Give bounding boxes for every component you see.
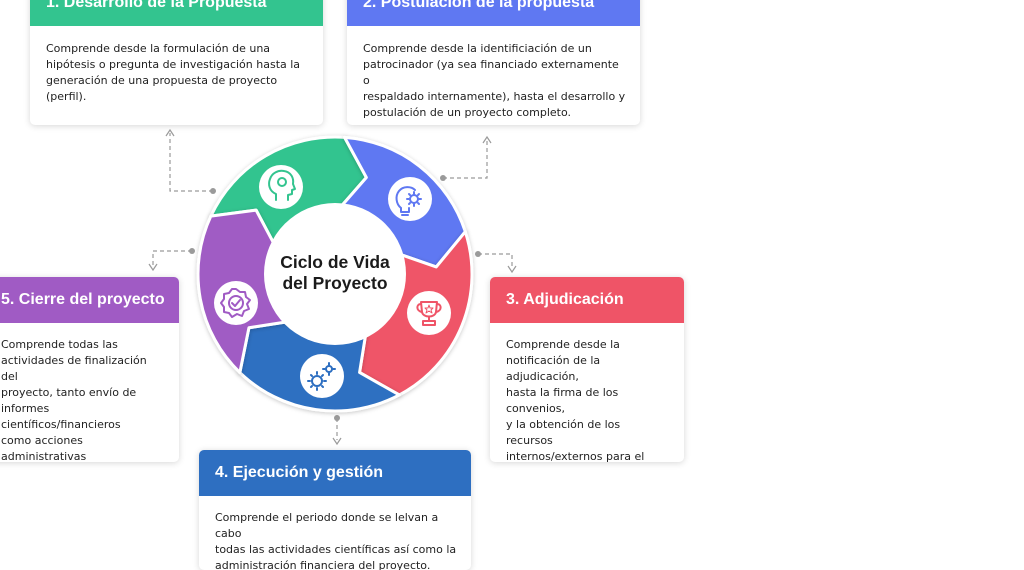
cycle-diagram <box>148 128 517 446</box>
stage-text-1: Comprende desde la formulación de una hi… <box>46 42 301 103</box>
center-title-line1: Ciclo de Vida <box>280 252 390 272</box>
badge-check-icon <box>220 288 251 318</box>
stage-card-5: 5. Cierre del proyecto Comprende todas l… <box>0 277 179 462</box>
lightbulb-gear-icon <box>395 186 422 216</box>
stage-icon-5 <box>214 281 258 325</box>
stage-card-3: 3. Adjudicación Comprende desde la notif… <box>490 277 684 462</box>
connector-arrows <box>148 128 517 446</box>
stage-title-5: 5. Cierre del proyecto <box>0 277 179 323</box>
stage-title-1: 1. Desarrollo de la Propuesta <box>30 0 323 26</box>
stage-card-2: 2. Postulación de la propuesta Comprende… <box>347 0 640 125</box>
stage-icon-4 <box>300 354 344 398</box>
connectors <box>152 133 513 440</box>
connector-1 <box>169 133 213 192</box>
stage-title-2: 2. Postulación de la propuesta <box>347 0 640 26</box>
stage-text-5: Comprende todas las actividades de final… <box>1 338 147 462</box>
stage-title-4: 4. Ejecución y gestión <box>199 450 471 496</box>
stage-title-3: 3. Adjudicación <box>490 277 684 323</box>
stage-icon-3 <box>407 291 451 335</box>
trophy-icon <box>416 301 442 326</box>
connector-5 <box>152 250 192 266</box>
stage-icon-1 <box>259 165 303 209</box>
gears-icon <box>307 362 336 391</box>
center-disc <box>264 203 406 345</box>
stage-text-3: Comprende desde la notificación de la ad… <box>506 338 645 462</box>
connector-dots <box>189 175 481 421</box>
center-title: Ciclo de Vida del Proyecto <box>262 252 408 294</box>
head-idea-icon <box>268 169 296 201</box>
stage-text-2: Comprende desde la identificiación de un… <box>363 42 626 119</box>
stage-icon-2 <box>388 177 432 221</box>
stage-card-1: 1. Desarrollo de la Propuesta Comprende … <box>30 0 323 125</box>
connector-3 <box>478 253 513 268</box>
connector-2 <box>443 140 488 179</box>
center-title-line2: del Proyecto <box>282 273 388 293</box>
